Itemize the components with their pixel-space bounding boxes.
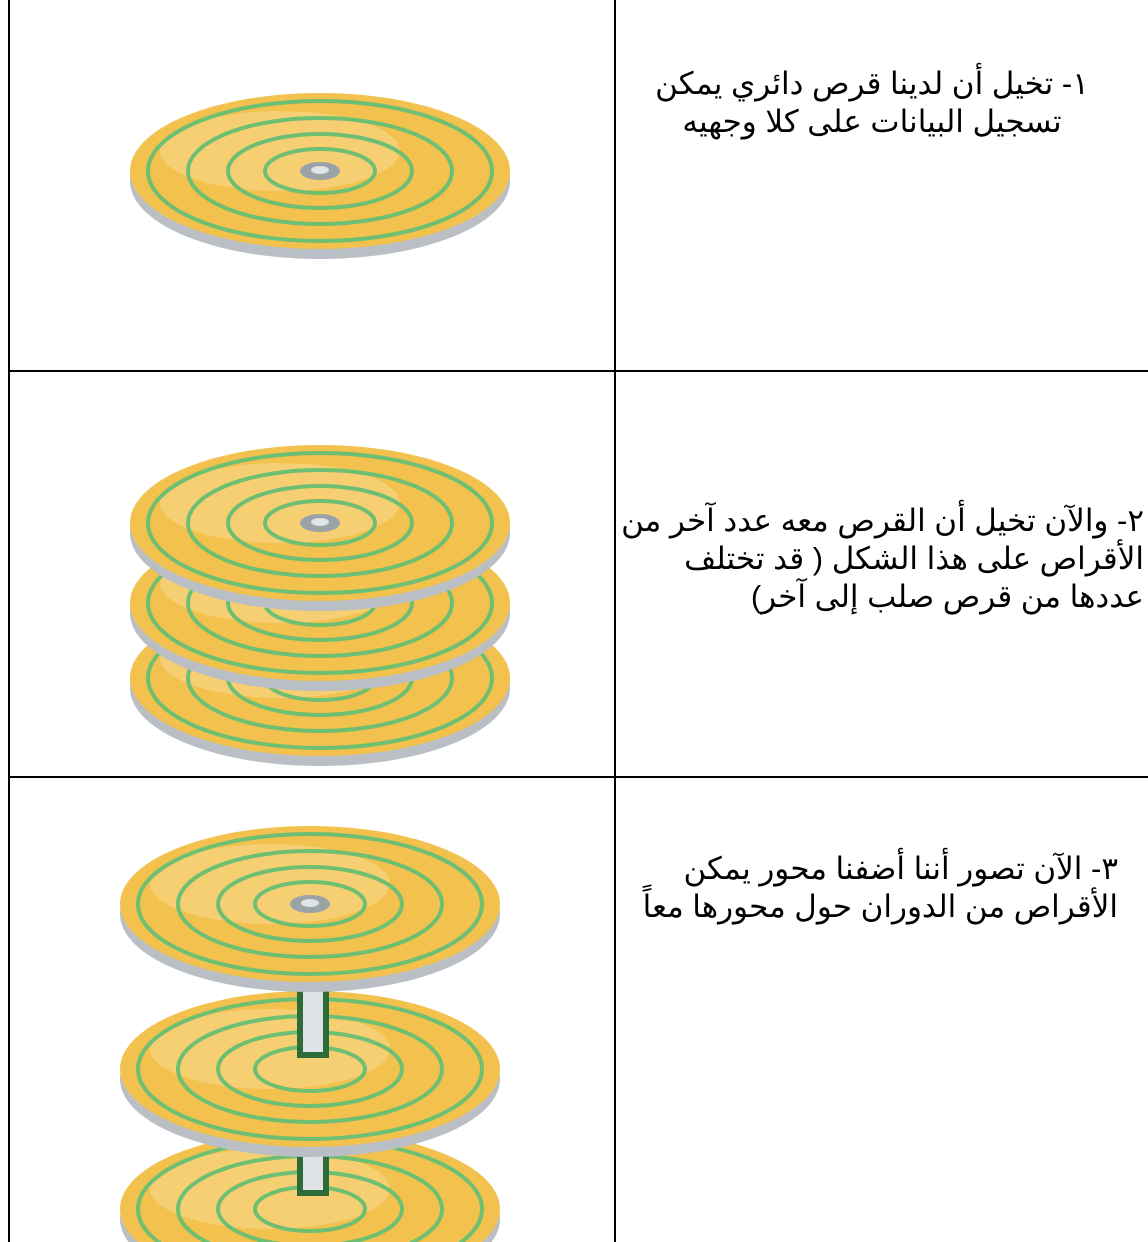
step-row-2: ٢- والآن تخيل أن القرص معه عدد آخر من ال… [8, 370, 1148, 778]
text-cell-2: ٢- والآن تخيل أن القرص معه عدد آخر من ال… [614, 370, 1148, 778]
step-row-1: ١- تخيل أن لدينا قرص دائري يمكن تسجيل ال… [8, 0, 1148, 372]
steps-table: ١- تخيل أن لدينا قرص دائري يمكن تسجيل ال… [8, 0, 1148, 1242]
step-1-text: ١- تخيل أن لدينا قرص دائري يمكن تسجيل ال… [655, 66, 1089, 139]
figure-cell-1 [8, 0, 616, 372]
platters-on-spindle-figure [118, 824, 502, 1242]
stacked-platters-figure [128, 443, 512, 768]
text-cell-3: ٣- الآن تصور أننا أضفنا محور يمكن الأقرا… [614, 776, 1148, 1242]
figure-cell-3 [8, 776, 616, 1242]
step-row-3: ٣- الآن تصور أننا أضفنا محور يمكن الأقرا… [8, 776, 1148, 1242]
figure-cell-2 [8, 370, 616, 778]
step-2-text: ٢- والآن تخيل أن القرص معه عدد آخر من ال… [621, 503, 1144, 614]
single-platter-figure [128, 91, 512, 261]
step-3-text: ٣- الآن تصور أننا أضفنا محور يمكن الأقرا… [642, 851, 1118, 924]
text-cell-1: ١- تخيل أن لدينا قرص دائري يمكن تسجيل ال… [614, 0, 1148, 372]
